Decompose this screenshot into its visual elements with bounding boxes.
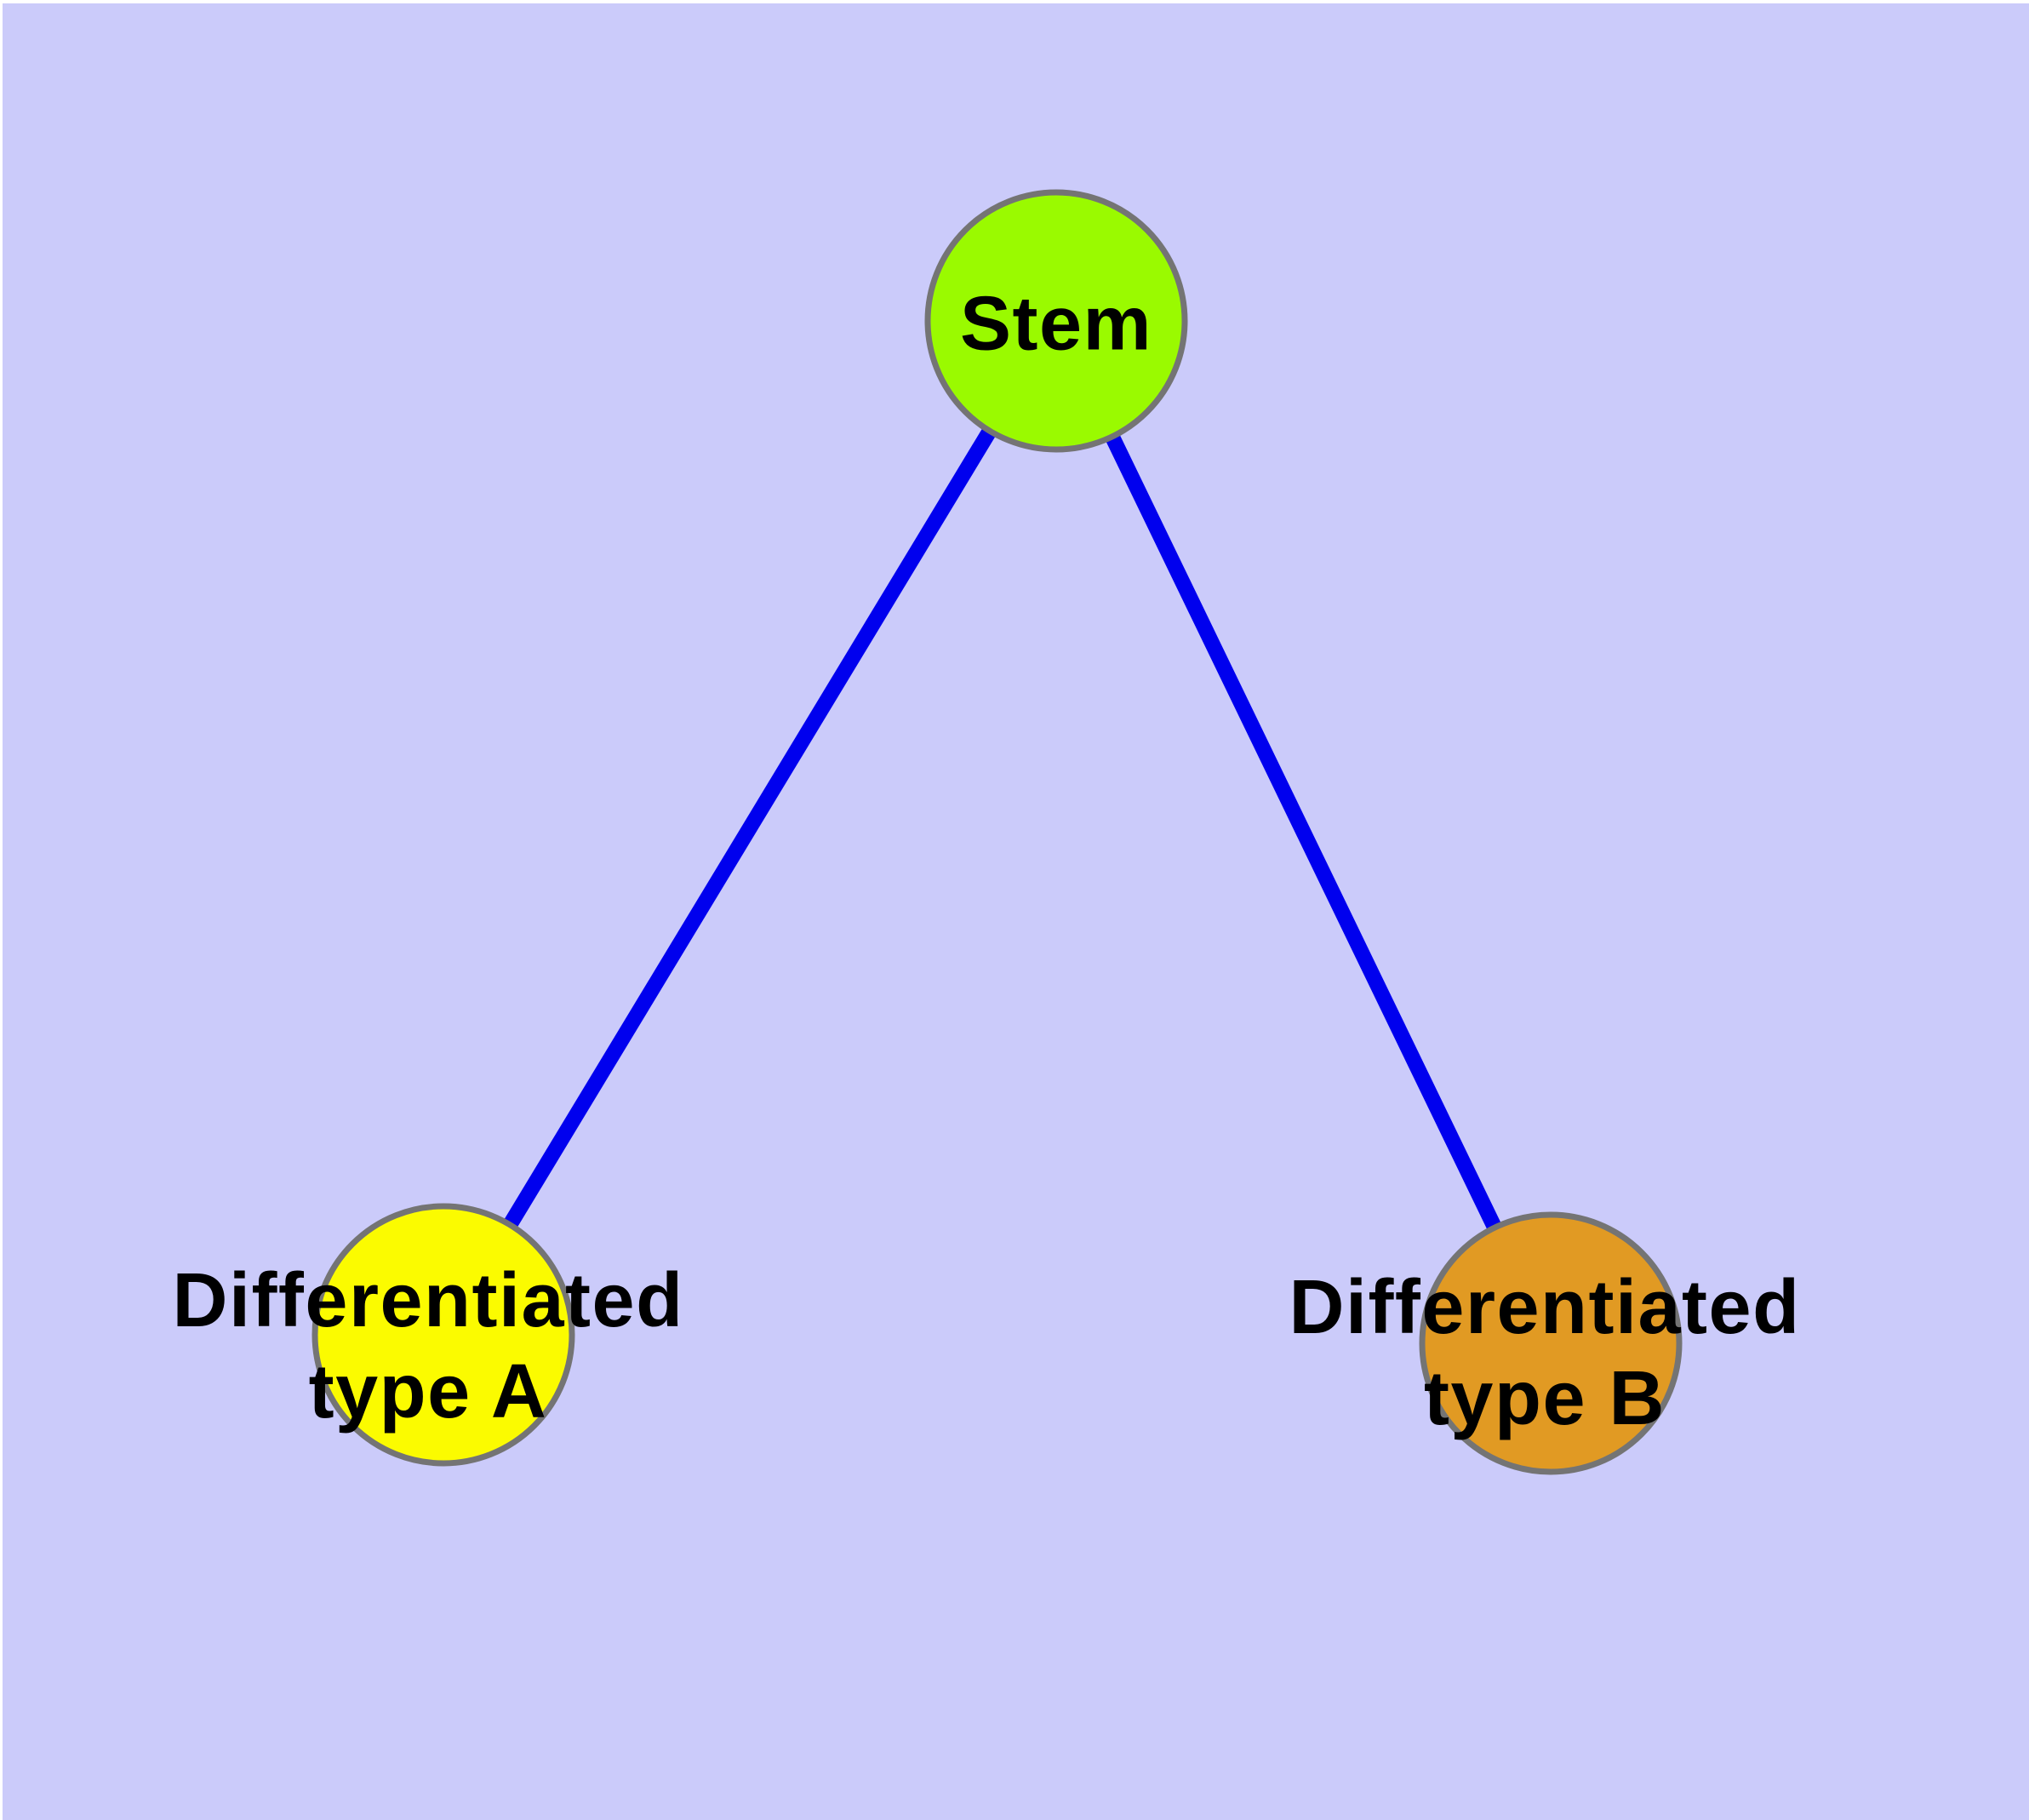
plot-area: Stem Differentiated type A Differentiate… (3, 3, 2029, 1820)
edge-stem-diff-b (1049, 318, 1558, 1347)
graph-canvas (311, 189, 1683, 1475)
node-stem-circle (924, 189, 1188, 453)
edge-stem-diff-a (437, 317, 1063, 1339)
node-diff-a-circle (311, 1203, 575, 1467)
node-diff-b-circle (1419, 1211, 1683, 1475)
